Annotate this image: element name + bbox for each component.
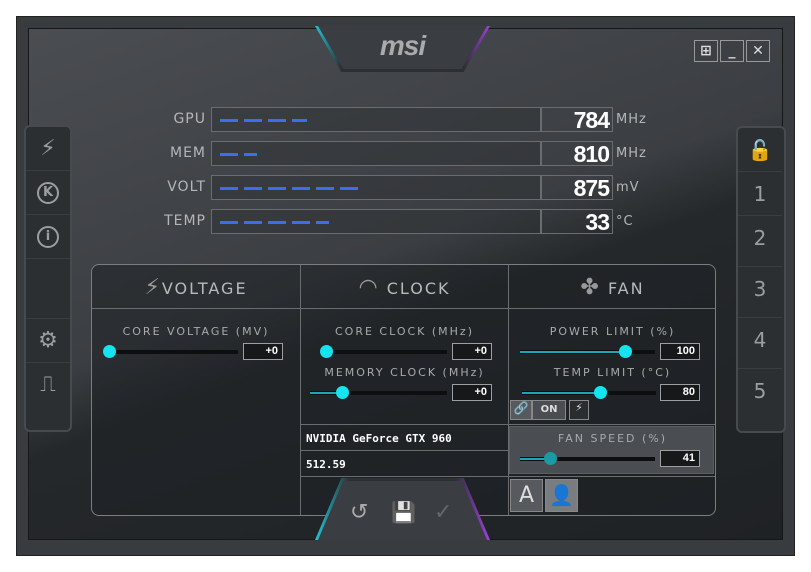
monitor-graph: [211, 141, 541, 166]
lightning-icon: ⚡: [144, 275, 162, 300]
gpu-name: NVIDIA GeForce GTX 960: [306, 432, 452, 445]
divider: [301, 424, 715, 425]
monitor-label: MEM: [169, 145, 206, 161]
fan-title: FAN: [607, 279, 645, 298]
link-icon[interactable]: 🔗: [510, 400, 532, 420]
monitor-value: 784: [541, 107, 613, 132]
fan-icon: ✤: [580, 275, 601, 300]
sidebar-spacer: [26, 259, 70, 319]
right-sidebar: 🔓 1 2 3 4 5: [736, 126, 786, 433]
slider-thumb[interactable]: [593, 386, 607, 399]
kombustor-icon[interactable]: K: [26, 171, 70, 215]
profile-1[interactable]: 1: [738, 172, 782, 216]
windows-icon[interactable]: ⊞: [694, 40, 718, 62]
divider: [301, 450, 508, 451]
slider-thumb[interactable]: [320, 345, 333, 358]
core-voltage-slider[interactable]: [103, 345, 238, 358]
monitor-graph-line: [220, 153, 257, 156]
monitor-graph-line: [220, 119, 307, 122]
core-clock-slider[interactable]: [320, 345, 447, 358]
control-panel: [91, 264, 716, 516]
slider-thumb[interactable]: [103, 345, 116, 358]
bottom-plate-inner: [318, 481, 487, 540]
fan-user-icon[interactable]: 👤: [545, 479, 578, 512]
monitor-value: 33: [541, 209, 613, 234]
divider: [508, 265, 509, 515]
monitor-unit: MHz: [616, 112, 647, 127]
memory-clock-slider[interactable]: [310, 386, 447, 399]
logo-plate-inner: [318, 26, 487, 69]
monitor-graph: [211, 175, 541, 200]
clock-header: ◠ CLOCK: [301, 275, 508, 300]
power-limit-slider[interactable]: [520, 345, 655, 358]
divider: [92, 308, 715, 309]
monitor-label: GPU: [173, 111, 206, 127]
core-voltage-label: CORE VOLTAGE (MV): [122, 325, 270, 338]
fan-speed-label: FAN SPEED (%): [557, 432, 668, 445]
core-voltage-value[interactable]: +0: [243, 343, 283, 360]
monitor-graph: [211, 209, 541, 234]
memory-clock-label: MEMORY CLOCK (MHz): [324, 366, 485, 379]
monitor-icon[interactable]: ⎍: [40, 372, 56, 397]
slider-fill: [310, 392, 342, 394]
slider-thumb[interactable]: [335, 386, 349, 399]
link-on-toggle[interactable]: ON: [532, 400, 566, 420]
monitor-graph-line: [220, 187, 360, 190]
fan-header: ✤ FAN: [509, 275, 716, 300]
monitor-label: TEMP: [164, 213, 206, 229]
monitor-unit: °C: [616, 214, 634, 229]
temp-limit-slider[interactable]: [522, 386, 656, 399]
save-icon[interactable]: 💾: [391, 500, 416, 524]
boost-lightning-button[interactable]: ⚡: [569, 400, 589, 420]
divider: [301, 476, 715, 477]
monitor-graph-line: [220, 221, 329, 224]
k-boost-icon[interactable]: ⚡: [26, 127, 70, 171]
fan-auto-button[interactable]: A: [510, 479, 543, 512]
reset-icon[interactable]: ↺: [350, 500, 369, 525]
msi-logo: msi: [379, 30, 426, 61]
slider-fill: [522, 392, 600, 394]
slider-thumb[interactable]: [543, 452, 557, 465]
settings-icon[interactable]: ⚙: [26, 319, 70, 363]
speedometer-icon: ◠: [358, 275, 380, 300]
kombustor-letter: K: [37, 182, 59, 204]
voltage-header: ⚡VOLTAGE: [92, 275, 300, 300]
driver-version: 512.59: [306, 458, 346, 471]
power-limit-value[interactable]: 100: [660, 343, 700, 360]
info-letter: i: [37, 226, 59, 248]
profile-5[interactable]: 5: [753, 379, 767, 403]
core-clock-label: CORE CLOCK (MHz): [334, 325, 474, 338]
monitor-unit: MHz: [616, 146, 647, 161]
clock-title: CLOCK: [386, 279, 451, 298]
monitor-value: 810: [541, 141, 613, 166]
power-limit-label: POWER LIMIT (%): [549, 325, 676, 338]
monitor-unit: mV: [616, 180, 640, 195]
core-clock-value[interactable]: +0: [452, 343, 492, 360]
profile-3[interactable]: 3: [738, 267, 782, 318]
apply-icon[interactable]: ✓: [434, 500, 453, 525]
profile-2[interactable]: 2: [738, 216, 782, 267]
monitor-value: 875: [541, 175, 613, 200]
info-icon[interactable]: i: [26, 215, 70, 259]
fan-speed-slider[interactable]: [520, 452, 655, 465]
minimize-button[interactable]: _: [720, 40, 744, 62]
monitor-graph: [211, 107, 541, 132]
slider-thumb[interactable]: [619, 345, 633, 358]
monitor-label: VOLT: [167, 179, 206, 195]
temp-limit-label: TEMP LIMIT (°C): [553, 366, 672, 379]
slider-fill: [520, 458, 550, 460]
left-sidebar: ⚡ K i ⚙ ⎍: [24, 125, 72, 432]
profile-4[interactable]: 4: [738, 318, 782, 369]
voltage-title: VOLTAGE: [161, 279, 248, 298]
memory-clock-value[interactable]: +0: [452, 384, 492, 401]
temp-limit-value[interactable]: 80: [660, 384, 700, 401]
lock-icon[interactable]: 🔓: [738, 128, 782, 172]
divider: [300, 265, 301, 515]
close-button[interactable]: ✕: [746, 40, 770, 62]
fan-speed-value[interactable]: 41: [660, 450, 700, 467]
slider-fill: [520, 351, 626, 353]
